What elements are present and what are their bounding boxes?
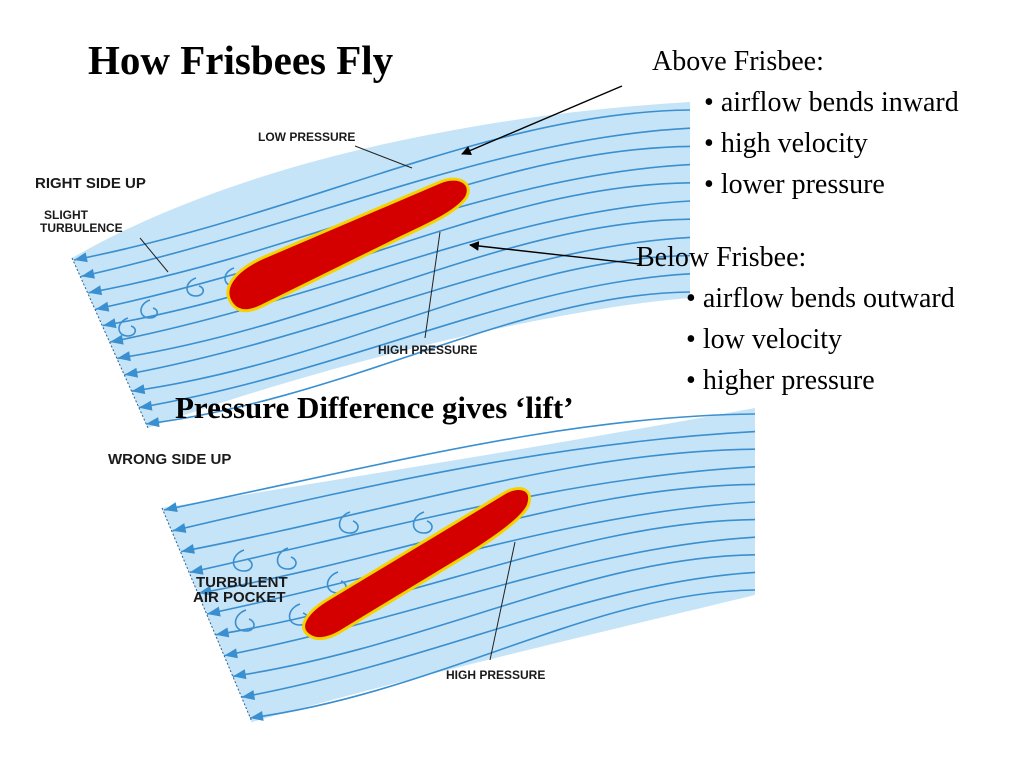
pointer-slight-turbulence [139,237,169,273]
label-turbulence: TURBULENCE [40,221,123,235]
streamline [124,236,691,376]
flow-arrowhead [189,564,204,575]
airflow-band-bottom [162,408,755,722]
streamlines-bottom [163,413,756,719]
flow-arrowhead [102,318,117,329]
streamline [73,109,691,261]
flow-arrowhead [207,606,221,617]
below-frisbee-heading: Below Frisbee: [636,242,807,273]
callout-arrow-above [461,85,623,156]
flow-arrowhead [110,334,124,345]
above-frisbee-list: airflow bends inward high velocity lower… [704,82,959,205]
flow-arrowhead [146,417,160,428]
streamline [232,554,756,678]
flow-arrowhead [224,648,238,659]
above-bullet: high velocity [704,123,959,164]
flow-arrowhead [164,502,178,513]
streamline [102,182,691,327]
label-air-pocket: AIR POCKET [193,589,286,606]
streamline [163,413,756,511]
label-high-pressure-top: HIGH PRESSURE [378,343,477,357]
flow-arrowhead [215,627,230,638]
wrong-side-up-diagram: WRONG SIDE UP TURBULENT AIR POCKET HIGH … [108,408,756,723]
flow-arrowhead [181,544,195,554]
label-wrong-side-up: WRONG SIDE UP [108,451,231,468]
streamline [117,218,691,360]
streamline [215,518,756,636]
callout-arrow-below [469,241,641,265]
flow-arrowhead [172,523,187,533]
flow-arrowhead [117,351,131,362]
streamline [224,536,756,657]
above-frisbee-notes: Above Frisbee: airflow bends inward high… [652,42,959,205]
flow-arrows-top [74,252,160,428]
flow-arrowhead [232,669,247,680]
label-low-pressure: LOW PRESSURE [258,130,355,144]
flow-arrowhead [250,711,264,721]
turbulence-swirls-bottom [232,511,433,632]
flow-arrowhead [81,268,95,279]
flow-arrowhead [88,285,103,296]
streamline [109,200,691,343]
flow-arrowhead [131,384,146,395]
right-side-up-diagram: RIGHT SIDE UP LOW PRESSURE SLIGHT TURBUL… [35,102,691,429]
flow-boundary-bottom [161,507,253,723]
streamline [131,254,691,392]
page-title: How Frisbees Fly [88,37,394,83]
streamline [249,589,756,719]
streamline [206,501,756,615]
pointer-high-pressure-top [424,231,441,339]
flow-arrowhead [138,400,153,411]
streamline [138,273,691,409]
above-bullet: airflow bends inward [704,82,959,123]
label-turbulent: TURBULENT [196,574,288,591]
flow-arrowhead [198,585,213,596]
below-bullet: airflow bends outward [686,278,955,319]
streamline [172,430,756,532]
lift-caption: Pressure Difference gives ‘lift’ [175,390,574,425]
flow-arrowhead [74,252,88,263]
label-right-side-up: RIGHT SIDE UP [35,175,146,192]
below-bullet: low velocity [686,319,955,360]
frisbee-wrong-side-up [302,487,531,641]
below-bullet: higher pressure [686,360,955,401]
label-slight: SLIGHT [44,208,89,222]
streamline [181,448,756,553]
flow-boundary-top [71,257,149,429]
pointer-low-pressure [354,145,413,169]
streamline [145,291,691,425]
streamline [81,127,691,278]
airflow-band-top [72,102,690,428]
flow-arrowhead [95,301,110,312]
above-frisbee-heading: Above Frisbee: [652,46,824,77]
flow-arrowhead [124,367,139,378]
label-high-pressure-bottom: HIGH PRESSURE [446,668,545,682]
pointer-high-pressure-bottom [489,541,516,661]
streamline [241,571,756,698]
above-bullet: lower pressure [704,164,959,205]
frisbee-right-side-up [226,177,470,313]
below-frisbee-list: airflow bends outward low velocity highe… [686,278,955,401]
flow-arrowhead [241,690,256,701]
below-frisbee-notes: Below Frisbee: airflow bends outward low… [636,238,955,401]
flow-arrows-bottom [164,502,264,721]
